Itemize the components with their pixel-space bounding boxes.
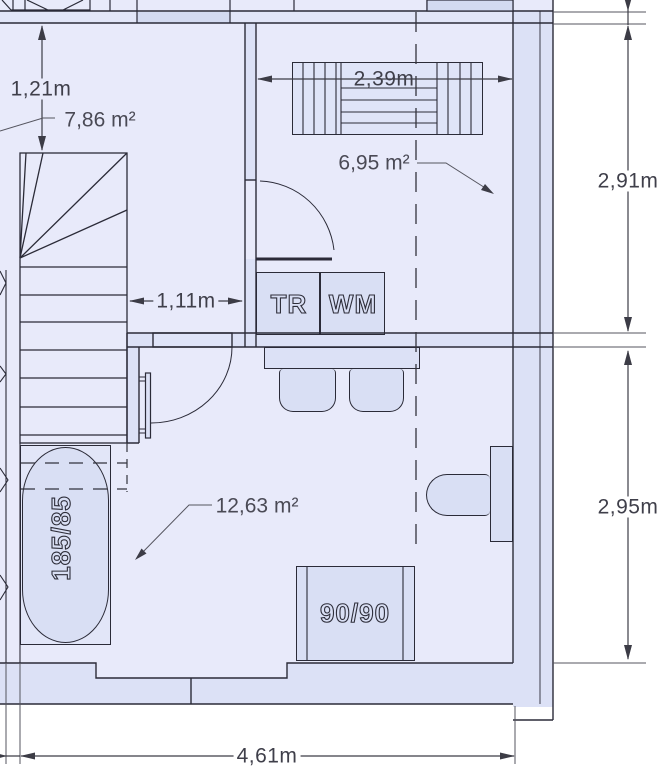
dimension-label-2-91m: 2,91m	[594, 170, 662, 192]
bathtub-size-label: 185/85	[45, 495, 76, 582]
area-label-landing: 7,86 m²	[64, 108, 136, 132]
wall-bottom-right	[287, 663, 513, 704]
door-opening-upper	[245, 180, 256, 259]
dimension-label-2-95m: 2,95m	[594, 496, 662, 518]
wall-door-jamb	[127, 347, 139, 443]
shower-size-label: 90/90	[319, 598, 391, 628]
area-label-utility-room: 6,95 m²	[338, 151, 410, 175]
wall-right	[513, 11, 553, 707]
toilet-tank	[490, 446, 513, 542]
dimension-label-2-39m: 2,39m	[353, 67, 415, 91]
dimension-label-4-61m: 4,61m	[233, 745, 301, 767]
toilet-bowl	[426, 474, 490, 516]
wall-bottom-left	[0, 663, 96, 704]
washing-machine-label: WM	[328, 289, 378, 319]
area-label-bathroom: 12,63 m²	[215, 494, 299, 518]
sink-basin-right	[349, 369, 404, 412]
dimension-label-1-11m: 1,11m	[153, 290, 219, 312]
wall-top-opening-segment	[137, 12, 230, 23]
dryer-label: TR	[270, 289, 308, 319]
wall-top	[0, 11, 553, 23]
wall-bottom-middle	[96, 678, 287, 704]
door-lintel-bathroom	[153, 333, 232, 347]
dimension-label-1-21m: 1,21m	[7, 78, 75, 100]
sink-basin-left	[279, 369, 336, 412]
vanity-counter	[264, 347, 420, 369]
